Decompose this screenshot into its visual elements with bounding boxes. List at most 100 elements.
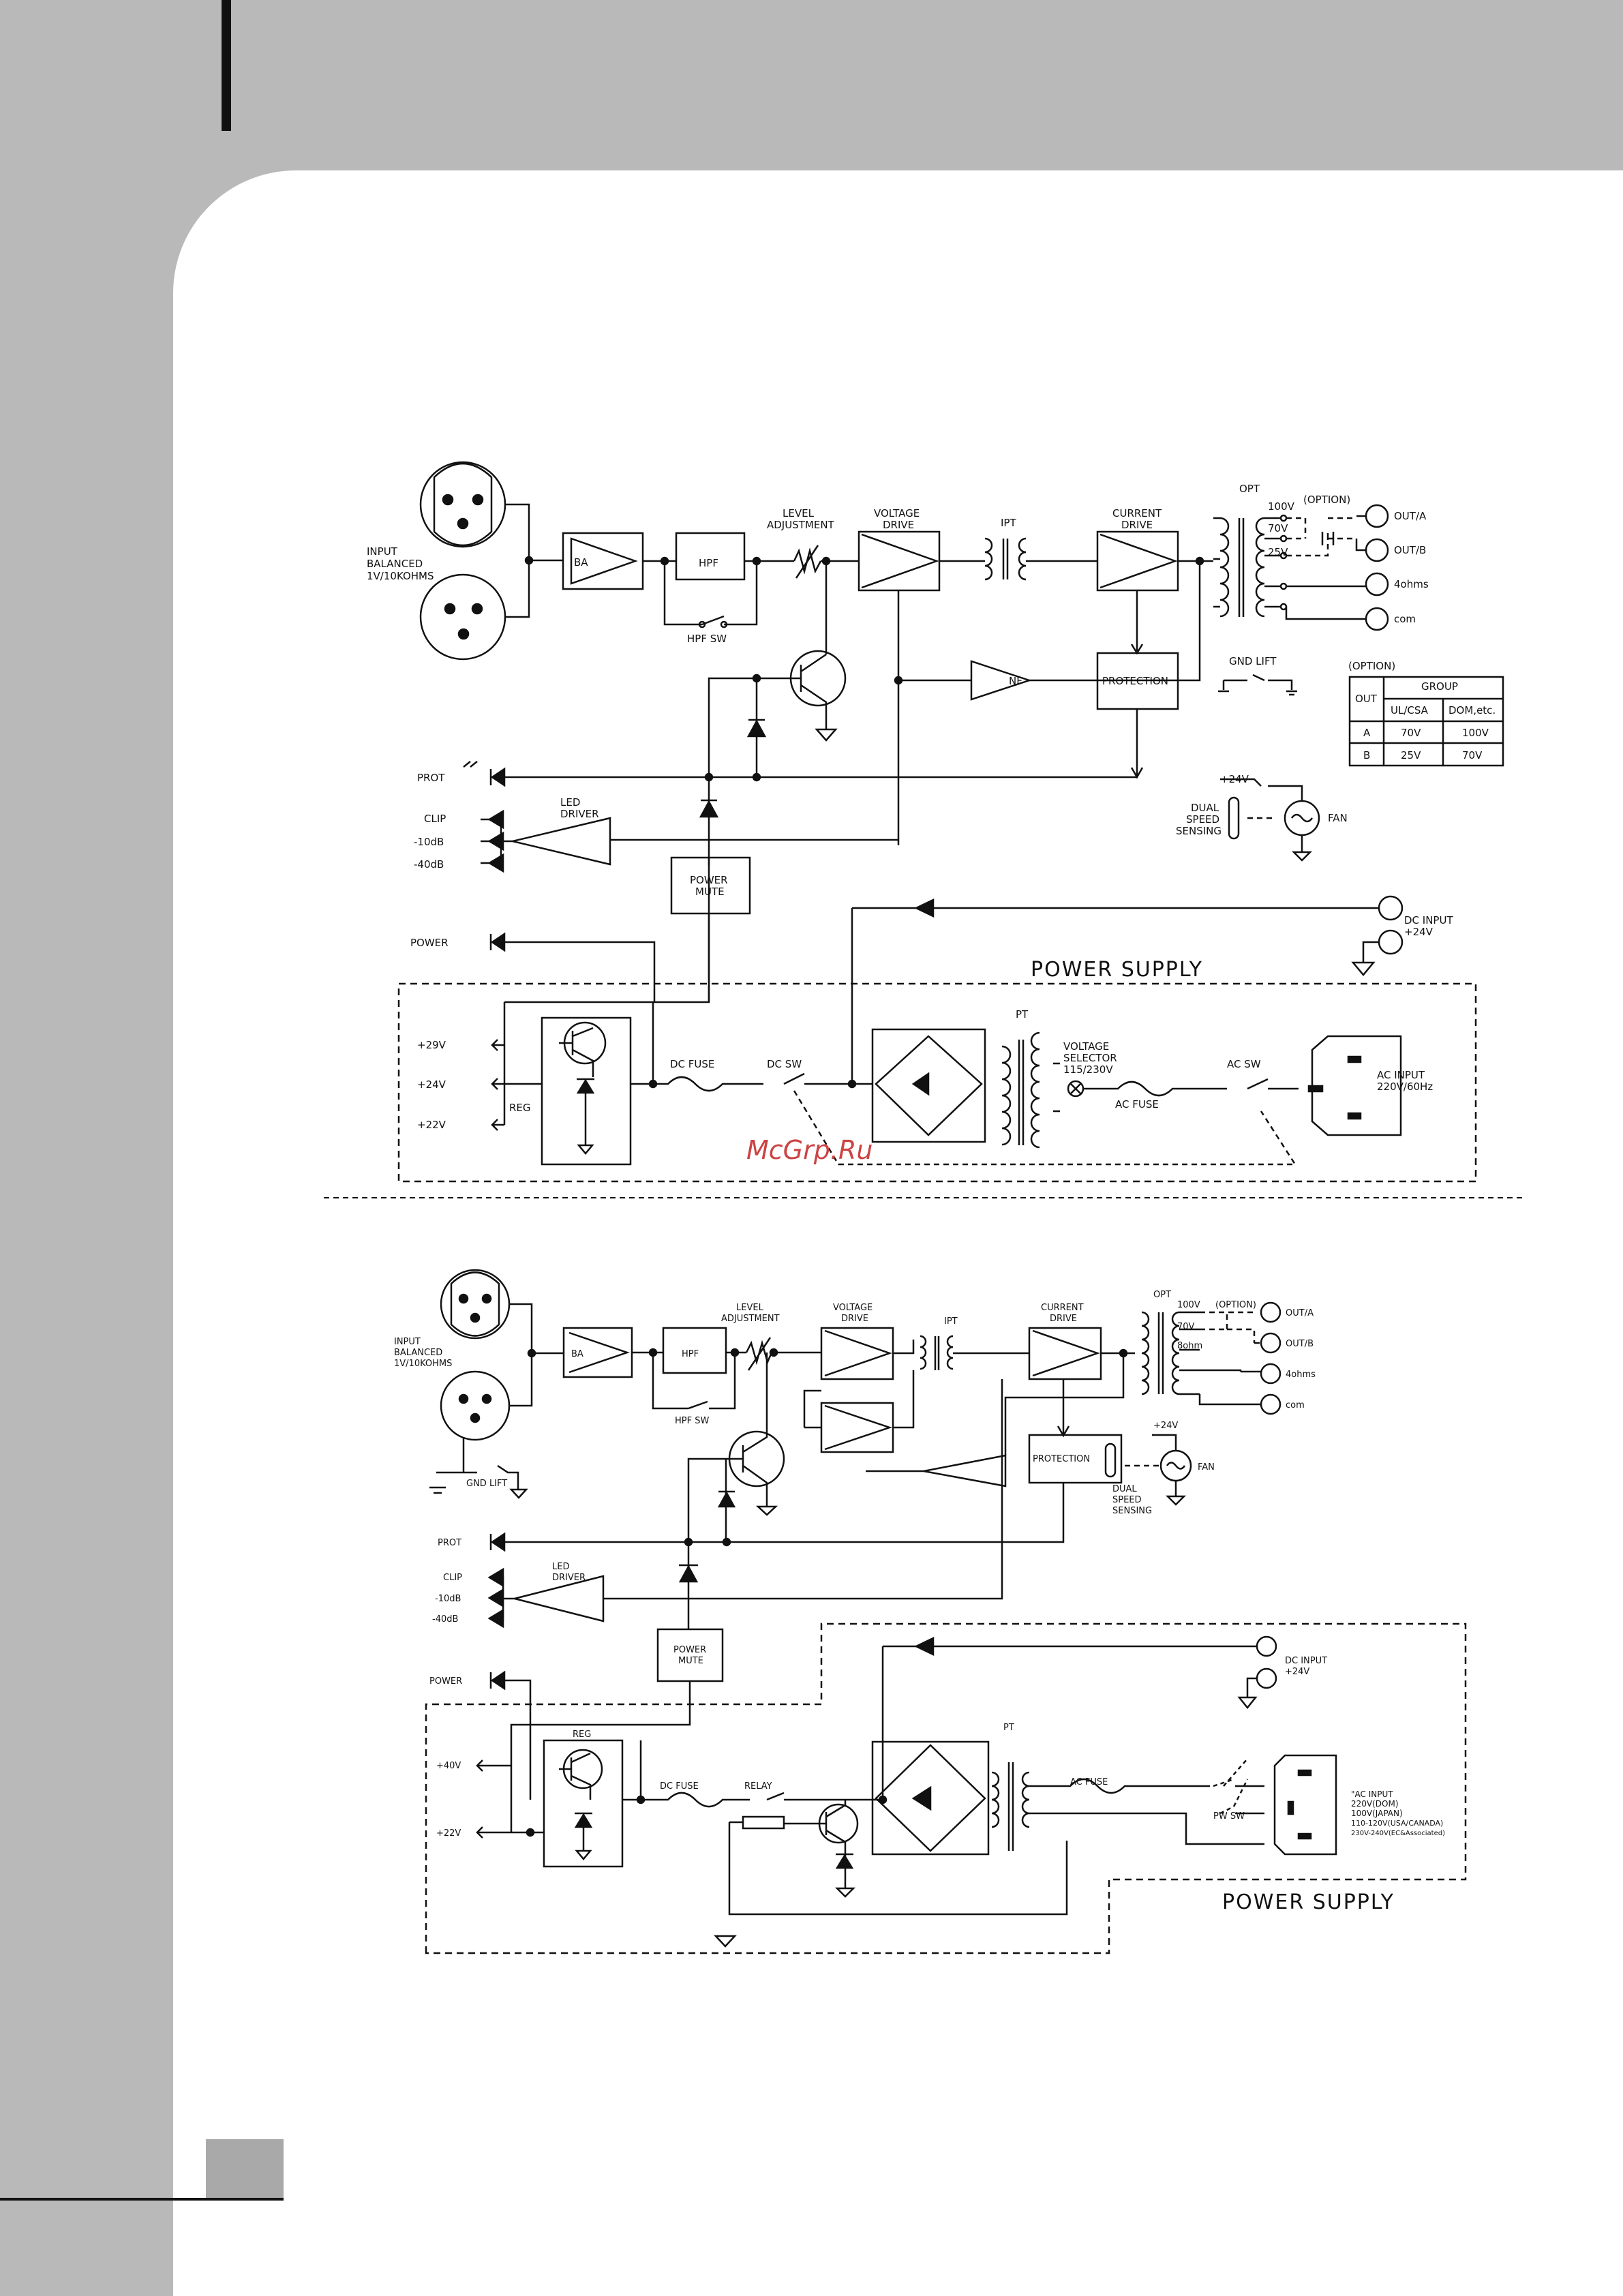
hpf-block — [675, 532, 746, 581]
rail-24 — [491, 1078, 542, 1090]
m10-led — [487, 1588, 504, 1608]
b-tap-70v: 70V — [1177, 1322, 1195, 1332]
bridge-diamond — [875, 1035, 983, 1136]
junction-dot — [752, 556, 761, 566]
reg-block — [543, 1739, 624, 1868]
reg-ground — [575, 1827, 592, 1860]
current-drive-amp — [1032, 1329, 1100, 1377]
ba-amp-symbol — [568, 1331, 630, 1374]
diode-symbol — [699, 799, 719, 818]
power-supply-box — [397, 982, 1477, 1183]
power-led — [489, 1670, 532, 1800]
clip-label: CLIP — [424, 813, 446, 825]
b-rail-40v-label: +40V — [436, 1761, 461, 1771]
hpf-bypass-wiring — [663, 560, 784, 626]
ac-inlet — [1273, 1754, 1337, 1856]
dc-sw-label: DC SW — [767, 1058, 802, 1070]
bridge-diode — [911, 1072, 930, 1096]
nf-wiring — [866, 1353, 1125, 1472]
cd-label-1: CURRENT — [1112, 507, 1162, 519]
option-table — [1348, 676, 1504, 767]
b-hpf-sw-label: HPF SW — [675, 1416, 709, 1426]
b-dual-speed-label-1: DUAL — [1112, 1484, 1137, 1494]
diode-symbol — [717, 1490, 736, 1508]
b-out-4ohms-label: 4ohms — [1286, 1370, 1316, 1380]
power-mute-label-2: MUTE — [695, 886, 725, 898]
level-adj-label-2: ADJUSTMENT — [767, 519, 835, 531]
vd-label-2: DRIVE — [883, 519, 914, 531]
output-terminals — [1179, 1301, 1281, 1415]
b-ac-input-label-5: 230V-240V(EC&Associated) — [1351, 1830, 1445, 1837]
ba-label: BA — [574, 556, 588, 569]
out-com-label: com — [1394, 613, 1416, 625]
input-label-3: 1V/10KOHMS — [367, 570, 434, 582]
hpf-label: HPF — [699, 557, 718, 569]
ipt-transformer — [984, 537, 1027, 581]
opt-transformer — [1141, 1311, 1180, 1395]
voltage-selector-lamp-x — [1070, 1083, 1082, 1095]
junction-dot — [524, 556, 534, 565]
voltage-drive-amp — [861, 533, 939, 589]
b-out-a-label: OUT/A — [1286, 1308, 1314, 1318]
fan-wiring — [1268, 785, 1313, 862]
transistor-leads — [726, 1353, 778, 1516]
voltage-drive-amp — [824, 1329, 892, 1377]
clip-led — [481, 809, 504, 830]
option-table-group: GROUP — [1421, 680, 1458, 693]
current-drive-amp — [1099, 533, 1178, 589]
b-out-com-label: com — [1286, 1400, 1305, 1410]
pt-transformer — [991, 1762, 1030, 1851]
m40-led — [487, 1608, 504, 1629]
prot-led — [489, 1532, 506, 1552]
bridge-box — [871, 1740, 990, 1856]
rail-22 — [491, 1119, 504, 1131]
fan-symbol-glyph — [1166, 1462, 1186, 1470]
reg-ground — [577, 1093, 594, 1155]
option-row-b-out: B — [1363, 749, 1370, 761]
dc-fuse-switch — [631, 1072, 852, 1092]
option-row-a-out: A — [1363, 727, 1371, 739]
inverting-drive-amp — [824, 1404, 892, 1451]
b-input-label-2: BALANCED — [394, 1348, 442, 1358]
b-power-supply-title: POWER SUPPLY — [1222, 1890, 1395, 1914]
dual-speed-sensor — [1104, 1442, 1117, 1478]
b-cd-label-2: DRIVE — [1050, 1314, 1077, 1324]
level-adj-label-1: LEVEL — [783, 507, 815, 519]
b-input-label-3: 1V/10KOHMS — [394, 1359, 452, 1369]
ac-line — [1029, 1778, 1264, 1845]
out-4ohms-label: 4ohms — [1394, 578, 1429, 590]
nf-label: NF — [1009, 675, 1022, 687]
opt-transformer — [1213, 517, 1281, 618]
ac-pin — [1287, 1800, 1294, 1815]
power-mute-wiring — [510, 1681, 691, 1766]
dc-input-line — [851, 907, 1379, 1084]
option-table-out: OUT — [1355, 693, 1378, 705]
b-option-label: (OPTION) — [1215, 1300, 1256, 1310]
m40-label: -40dB — [414, 858, 444, 871]
option-row-b-ul: 25V — [1401, 749, 1421, 761]
input-label-1: INPUT — [367, 545, 398, 558]
m10-label: -10dB — [414, 836, 444, 848]
b-pt-label: PT — [1003, 1723, 1014, 1733]
ac-input-label-1: AC INPUT — [1377, 1069, 1425, 1081]
led-driver-feed — [603, 1379, 1003, 1600]
volt-sel-label-2: SELECTOR — [1063, 1052, 1117, 1064]
power-supply-box — [425, 1622, 1467, 1954]
ipt-transformer — [920, 1335, 954, 1370]
power-led — [489, 932, 656, 1002]
option-table-col-2: DOM,etc. — [1448, 704, 1496, 716]
junction-dot — [527, 1348, 536, 1358]
b-clip-label: CLIP — [443, 1573, 462, 1583]
cd-label-2: DRIVE — [1121, 519, 1153, 531]
b-reg-label: REG — [573, 1729, 591, 1740]
power-supply-title: POWER SUPPLY — [1031, 958, 1203, 982]
rail-bus — [503, 1001, 654, 1125]
b-protection-label: PROTECTION — [1033, 1454, 1090, 1464]
b-power-label: POWER — [429, 1676, 462, 1687]
gnd-lift-switch — [1222, 674, 1293, 690]
b-level-adj-label-1: LEVEL — [736, 1303, 764, 1313]
b-led-driver-label-2: DRIVER — [552, 1573, 586, 1583]
switch-pole — [720, 620, 728, 629]
